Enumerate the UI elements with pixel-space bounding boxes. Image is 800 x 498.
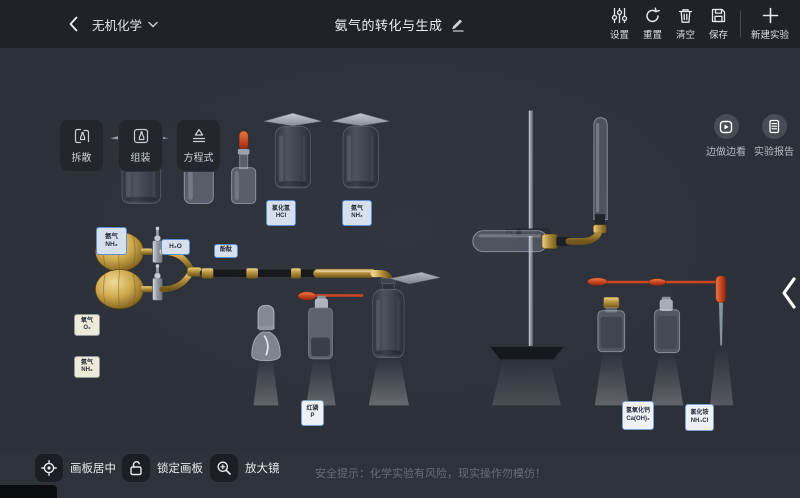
sliders-icon xyxy=(611,8,628,23)
watch-while-doing-button[interactable]: 边做边看 xyxy=(700,114,752,158)
equipment-bottle-nh4cl[interactable] xyxy=(681,374,715,440)
equipment-bottle-caoh2[interactable] xyxy=(617,371,655,439)
new-experiment-label: 新建实验 xyxy=(750,30,789,41)
magnifier-icon xyxy=(210,454,238,482)
clear-button[interactable]: 清空 xyxy=(669,7,702,41)
alcohol-lamp[interactable] xyxy=(251,304,281,362)
report-document-icon xyxy=(761,114,787,139)
watch-while-doing-label: 边做边看 xyxy=(706,147,746,158)
equipment-gas-bottle-nh3-left[interactable] xyxy=(76,186,142,274)
panel-expand-chevron[interactable] xyxy=(780,276,798,310)
safety-tip: 安全提示：化学实验有风险，现实操作勿模仿！ xyxy=(315,468,546,480)
equipment-bottle-red-p[interactable] xyxy=(294,372,328,446)
equipment-dropper-bottle-phenolphthalein[interactable] xyxy=(209,187,241,272)
equipment-test-tube-horizontal[interactable] xyxy=(478,296,590,328)
red-dropper-vertical[interactable] xyxy=(715,275,726,346)
gas-balloon-nh3[interactable] xyxy=(95,269,153,310)
new-experiment-button[interactable]: 新建实验 xyxy=(746,7,794,41)
equipment-collection-bottle[interactable] xyxy=(362,344,448,446)
lock-canvas-label: 锁定画板 xyxy=(157,463,203,475)
equipment-alcohol-lamp[interactable] xyxy=(230,382,272,446)
experiment-title: 氨气的转化与生成 xyxy=(334,17,443,33)
disassemble-label: 拆散 xyxy=(71,153,92,164)
collection-gas-bottle[interactable] xyxy=(372,271,441,358)
category-dropdown[interactable]: 无机化学 xyxy=(92,15,158,34)
center-canvas-label: 画板居中 xyxy=(70,463,116,475)
reset-icon xyxy=(646,7,661,23)
dropper-bottle-phenolphthalein[interactable] xyxy=(231,130,257,204)
gas-bottle-nh3-center[interactable] xyxy=(332,112,390,189)
settings-label: 设置 xyxy=(609,30,629,41)
edit-pencil-icon[interactable] xyxy=(451,16,466,32)
topbar: 无机化学 氨气的转化与生成 xyxy=(0,0,800,48)
equipment-test-tube-inverted[interactable] xyxy=(612,170,638,308)
equipment-gas-bottle-hcl[interactable] xyxy=(248,166,314,256)
bottom-corner-block xyxy=(0,485,57,498)
reagent-bottle-caoh2[interactable] xyxy=(597,296,626,353)
gas-bottle-hcl[interactable] xyxy=(264,112,322,189)
combustion-spoon-right[interactable] xyxy=(587,277,720,286)
back-button[interactable] xyxy=(68,16,79,32)
assemble-label: 组装 xyxy=(130,153,151,164)
reset-button[interactable]: 重置 xyxy=(636,7,669,41)
reset-label: 重置 xyxy=(642,30,662,41)
chevron-down-icon xyxy=(148,21,158,27)
experiment-report-button[interactable]: 实验报告 xyxy=(748,114,800,158)
assemble-icon xyxy=(133,128,148,144)
equipment-dropper-right[interactable] xyxy=(748,348,768,434)
disassemble-icon xyxy=(74,128,89,144)
plus-icon xyxy=(762,7,778,24)
test-tube-horizontal[interactable] xyxy=(472,230,570,253)
experiment-report-label: 实验报告 xyxy=(754,147,794,158)
save-icon xyxy=(711,8,726,23)
reagent-bottle-red-p[interactable] xyxy=(308,295,333,360)
y-tube-and-catalyst-tube[interactable] xyxy=(159,248,394,293)
equipment-catalyst-tube[interactable] xyxy=(160,336,396,362)
equation-button[interactable]: 方程式 xyxy=(176,119,221,172)
light-glow-beams xyxy=(253,348,734,406)
play-video-icon xyxy=(713,114,739,139)
save-button[interactable]: 保存 xyxy=(702,7,735,41)
equipment-balloon-o2[interactable] xyxy=(57,301,137,346)
magnifier-button[interactable]: 放大镜 xyxy=(210,454,280,482)
save-label: 保存 xyxy=(708,30,728,41)
combustion-spoon-center[interactable] xyxy=(297,291,364,301)
topbar-divider xyxy=(740,10,741,38)
reagent-bottle-nh4cl[interactable] xyxy=(654,296,681,354)
lab-equipment-drawing xyxy=(95,110,734,406)
lock-canvas-button[interactable]: 锁定画板 xyxy=(122,454,203,482)
unlock-icon xyxy=(122,454,150,482)
assemble-button[interactable]: 组装 xyxy=(118,119,163,172)
equipment-balloon-nh3[interactable] xyxy=(57,343,137,388)
equation-label: 方程式 xyxy=(183,153,214,164)
magnifier-label: 放大镜 xyxy=(245,463,280,475)
equation-icon xyxy=(192,128,205,143)
label-phenolphthalein: 酚酞 xyxy=(214,244,238,258)
settings-button[interactable]: 设置 xyxy=(603,7,636,41)
clear-label: 清空 xyxy=(675,30,695,41)
equipment-gas-bottle-nh3-center[interactable] xyxy=(324,166,390,256)
equipment-water-bottle[interactable] xyxy=(155,191,193,272)
category-label: 无机化学 xyxy=(92,18,143,33)
trash-icon xyxy=(678,9,693,23)
disassemble-button[interactable]: 拆散 xyxy=(59,119,104,172)
equipment-spoon-right[interactable] xyxy=(604,348,762,364)
label-water-bottle: H₂O xyxy=(161,239,190,255)
center-canvas-button[interactable]: 画板居中 xyxy=(35,454,116,482)
back-chevron-icon xyxy=(69,16,78,32)
crosshair-icon xyxy=(35,454,63,482)
test-tube-inverted-collection[interactable] xyxy=(593,117,608,234)
